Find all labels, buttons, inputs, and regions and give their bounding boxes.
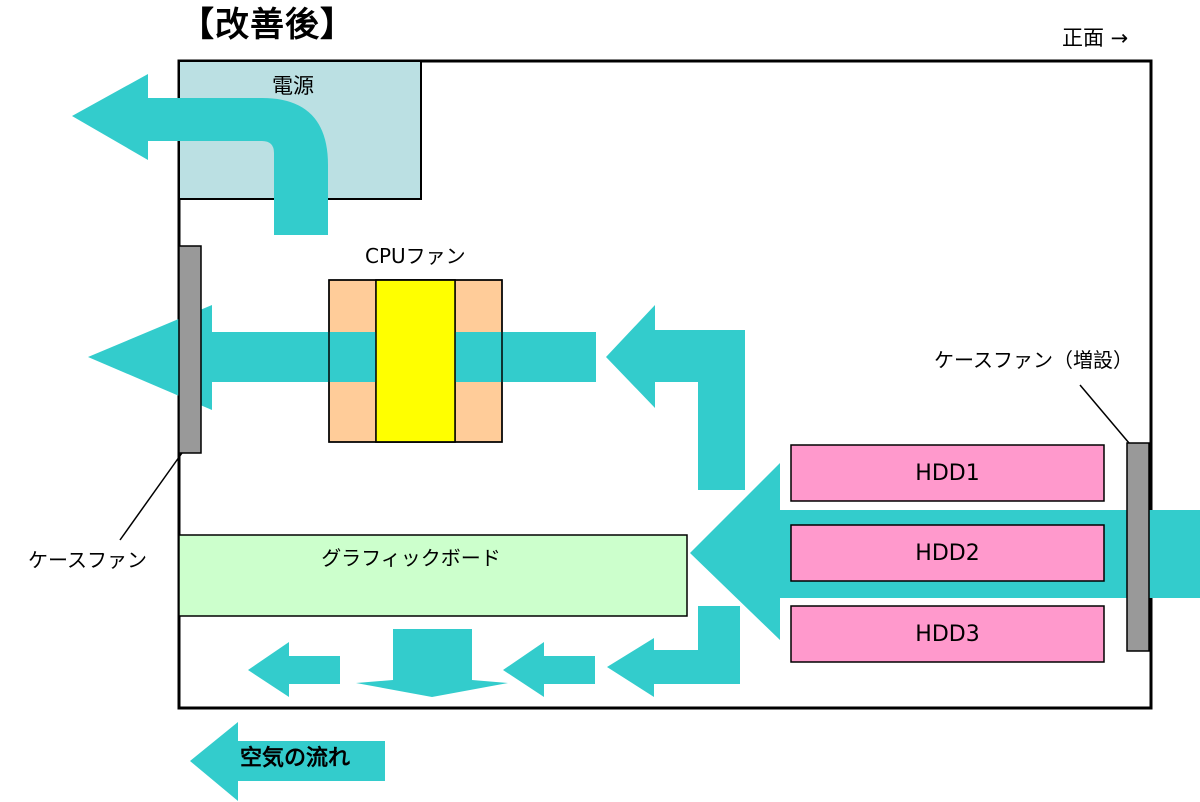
hdd1-box: [790, 444, 1105, 502]
cpu-fan-label: CPUファン: [365, 244, 466, 268]
power-supply-label: 電源: [272, 74, 314, 98]
up-left-arrow: [606, 305, 745, 490]
graphics-board-box: [178, 534, 688, 617]
hdd2-box-front: [790, 524, 1105, 582]
cpu-airflow-band-left: [210, 332, 376, 382]
rear-case-fan-label: ケースファン: [28, 548, 147, 572]
cpu-heatsink-outline: [328, 279, 503, 443]
gpu-down-arrow: [356, 629, 508, 697]
legend-arrow: [190, 722, 385, 801]
hdd2-label: HDD2: [915, 541, 980, 566]
diagram-title: 【改善後】: [180, 5, 355, 45]
front-case-fan: [1126, 442, 1150, 652]
psu-exhaust-arrow: [72, 74, 328, 235]
front-direction-label: 正面 →: [1062, 26, 1129, 50]
hdd3-box: [790, 605, 1105, 663]
graphics-board-label: グラフィックボード: [321, 546, 501, 570]
front-case-fan-label: ケースファン（増設）: [934, 348, 1133, 372]
hdd3-label: HDD3: [915, 622, 980, 647]
rear-case-fan: [178, 245, 202, 454]
hdd1-label: HDD1: [915, 461, 980, 486]
rear-case-fan-leader: [119, 452, 183, 541]
legend-label: 空気の流れ: [240, 746, 351, 771]
bottom-left-arrow-2: [503, 642, 595, 697]
front-case-fan-leader: [1079, 384, 1130, 444]
down-left-arrow: [607, 606, 740, 697]
cpu-fan-block-front: [375, 279, 456, 443]
bottom-left-arrow-1: [248, 642, 340, 697]
cpu-airflow-band-right: [455, 332, 596, 382]
